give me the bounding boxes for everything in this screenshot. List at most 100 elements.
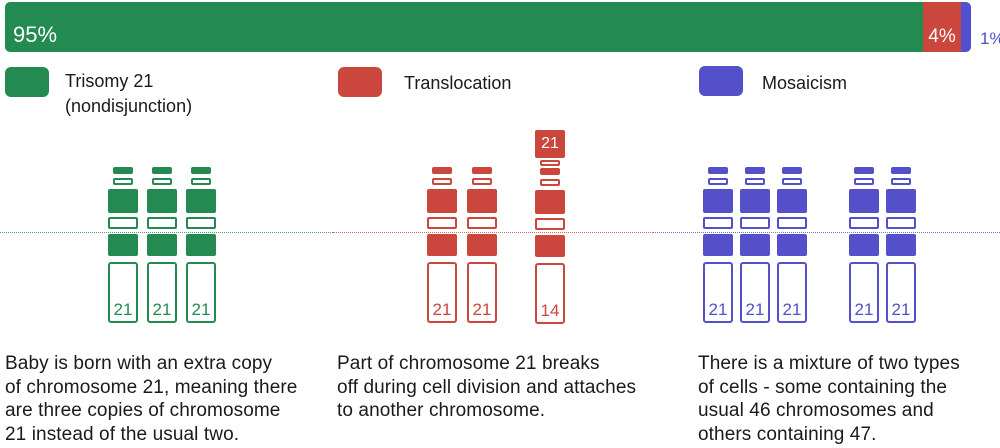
chromosome-segment: [186, 189, 216, 213]
bar-value-mosaicism: 1%: [980, 29, 1000, 48]
description-line: Baby is born with an extra copy: [5, 353, 273, 374]
chromosome-number: 21: [745, 300, 765, 319]
chromosome-segment: [708, 178, 728, 185]
chromosome-segment: [891, 178, 911, 185]
chromosome-number: 14: [540, 301, 560, 320]
chromosome-segment: [535, 235, 565, 257]
chromosome-segment: [886, 234, 916, 256]
description-line: to another chromosome.: [337, 400, 546, 421]
chromosome-segment: [108, 234, 138, 256]
chromosome-segment: [113, 178, 133, 185]
chromosome-translocation-2: 21: [467, 167, 497, 323]
bar-value-translocation: 4%: [928, 26, 956, 47]
chromosome-segment: [467, 189, 497, 213]
chromosome-segment: [191, 178, 211, 185]
legend-swatch-trisomy: [5, 67, 49, 97]
chromosome-mosaicism-5: 21: [886, 167, 916, 323]
chromosome-segment: 14: [535, 263, 565, 324]
legend-label-line2: (nondisjunction): [65, 96, 193, 116]
chromosome-segment: [472, 167, 492, 174]
chromosome-segment: [108, 189, 138, 213]
chromosome-segment: [745, 167, 765, 174]
chromosome-segment: [147, 189, 177, 213]
description-trisomy: Baby is born with an extra copy of chrom…: [5, 352, 335, 446]
chromosome-segment: 21: [427, 262, 457, 323]
chromosome-segment: [467, 234, 497, 256]
chromosome-segment: [427, 234, 457, 256]
chromosome-segment: [540, 160, 560, 166]
chromosome-segment: [740, 189, 770, 213]
chromosome-segment: [467, 217, 497, 229]
chromosome-segment: 21: [886, 262, 916, 323]
chromosome-segment: [535, 218, 565, 230]
chromosome-segment: [432, 167, 452, 174]
chromosome-segment: [777, 217, 807, 229]
chromosome-segment: [703, 189, 733, 213]
chromosome-segment: [891, 167, 911, 174]
chromosome-segment: [147, 217, 177, 229]
chromosome-segment: [782, 167, 802, 174]
dotted-line-green: [0, 232, 333, 233]
chromosome-segment: [740, 217, 770, 229]
description-line: usual 46 chromosomes and: [698, 400, 934, 421]
chromosome-number: 21: [782, 300, 802, 319]
chromosome-segment: [777, 189, 807, 213]
chromosome-trisomy-1: 21: [108, 167, 138, 323]
chromosome-number: 21: [472, 300, 492, 319]
chromosome-segment: [152, 167, 172, 174]
chromosome-segment: 21: [849, 262, 879, 323]
chromosome-segment: [186, 234, 216, 256]
chromosome-segment: [191, 167, 211, 174]
description-line: of cells - some containing the: [698, 376, 948, 398]
attached-chromosome-21-piece: 21: [535, 130, 565, 158]
chromosome-translocation-1: 21: [427, 167, 457, 323]
chromosome-segment: [740, 234, 770, 256]
chromosome-number: 21: [113, 300, 133, 319]
legend-swatch-translocation: [338, 67, 382, 97]
description-line: others containing 47.: [698, 423, 877, 445]
chromosome-number: 21: [152, 300, 172, 319]
chromosome-segment: [472, 178, 492, 185]
description-line: off during cell division and attaches: [337, 376, 637, 398]
chromosome-segment: [745, 178, 765, 185]
chromosome-number: 21: [708, 300, 728, 319]
chromosome-segment: [886, 189, 916, 213]
chromosome-trisomy-3: 21: [186, 167, 216, 323]
chromosome-number: 21: [432, 300, 452, 319]
chromosome-segment: [849, 234, 879, 256]
chromosome-segment: [432, 178, 452, 185]
bar-segment-trisomy: 95%: [5, 2, 923, 52]
legend-label-mosaicism: Mosaicism: [762, 73, 848, 93]
chromosome-segment: [147, 234, 177, 256]
legend-label-line1: Trisomy 21: [65, 71, 154, 91]
description-translocation: Part of chromosome 21 breaks off during …: [337, 352, 682, 423]
chromosome-segment: [186, 217, 216, 229]
chromosome-mosaicism-4: 21: [849, 167, 879, 323]
chromosome-segment: 21: [186, 262, 216, 323]
chromosome-segment: 21: [108, 262, 138, 323]
chromosome-segment: [113, 167, 133, 174]
description-line: of chromosome 21, meaning there: [5, 376, 298, 398]
description-line: Part of chromosome 21 breaks: [337, 353, 600, 374]
chromosome-segment: [703, 234, 733, 256]
chromosome-segment: [540, 179, 560, 186]
chromosome-segment: 21: [467, 262, 497, 323]
chromosome-segment: [854, 167, 874, 174]
description-mosaicism: There is a mixture of two types of cells…: [698, 352, 998, 446]
chromosome-segment: [849, 189, 879, 213]
chromosome-segment: 21: [740, 262, 770, 323]
dotted-line-red: [333, 232, 653, 233]
legend-label-trisomy: Trisomy 21 (nondisjunction): [65, 69, 192, 119]
chromosome-segment: [886, 217, 916, 229]
chromosome-mosaicism-3: 21: [777, 167, 807, 323]
chromosome-segment: [427, 189, 457, 213]
bar-segment-mosaicism: [961, 2, 971, 52]
stacked-percentage-bar: 95% 4%: [5, 2, 971, 52]
chromosome-segment: [849, 217, 879, 229]
chromosome-mosaicism-1: 21: [703, 167, 733, 323]
legend-swatch-mosaicism: [699, 66, 743, 96]
chromosome-segment: [540, 168, 560, 175]
chromosome-segment: [108, 217, 138, 229]
chromosome-segment: [777, 234, 807, 256]
